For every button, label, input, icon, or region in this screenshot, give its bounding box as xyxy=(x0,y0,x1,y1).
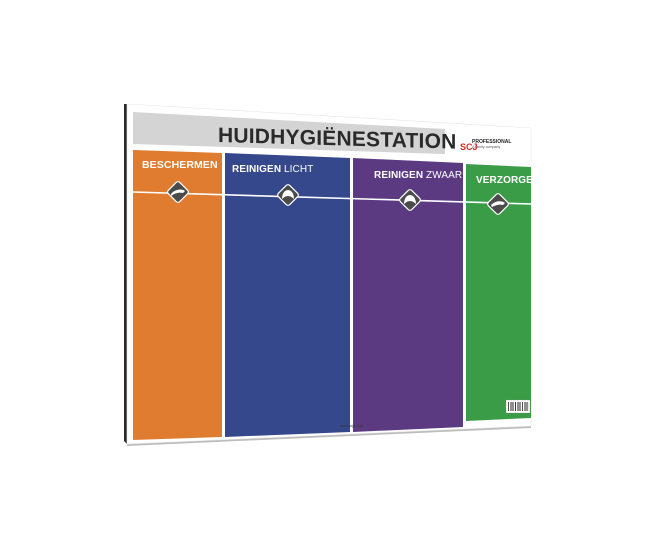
column-clean-heavy xyxy=(353,158,463,432)
brand-tagline: A family company xyxy=(472,145,501,149)
column-label-care-bold: VERZORGEN xyxy=(476,175,541,186)
board-bottom-edge xyxy=(127,426,531,446)
hands-wash-heavy-icon xyxy=(399,189,421,211)
board-edge xyxy=(124,104,127,444)
brand-logo-mark: SCJ xyxy=(460,142,478,152)
hand-care-icon xyxy=(487,193,509,215)
brand-name-text: PROFESSIONAL xyxy=(472,139,512,145)
column-label-clean-heavy-bold: REINIGEN xyxy=(374,170,424,181)
column-label-clean-light-rest: LICHT xyxy=(281,164,314,175)
footer-url: www.scjp.com xyxy=(340,424,363,428)
column-label-clean-heavy-rest: ZWAAR xyxy=(423,170,463,181)
column-label-protect-bold: BESCHERMEN xyxy=(142,159,218,171)
brand-logo: SCJ xyxy=(459,137,478,157)
column-protect xyxy=(133,150,222,440)
column-label-clean-heavy: REINIGEN ZWAAR xyxy=(374,170,462,181)
column-label-protect: BESCHERMEN xyxy=(142,159,218,171)
header-band xyxy=(133,112,445,154)
column-clean-light xyxy=(225,153,350,437)
divider-line xyxy=(132,191,532,205)
brand-name: PROFESSIONAL A family company xyxy=(472,140,511,150)
column-label-care: VERZORGEN xyxy=(476,175,540,186)
column-label-clean-light-bold: REINIGEN xyxy=(232,164,282,175)
hands-wash-light-icon xyxy=(277,184,299,206)
column-label-clean-light: REINIGEN LICHT xyxy=(232,164,313,175)
column-care xyxy=(466,164,531,421)
hand-protect-icon xyxy=(167,181,189,203)
barcode xyxy=(505,399,531,414)
